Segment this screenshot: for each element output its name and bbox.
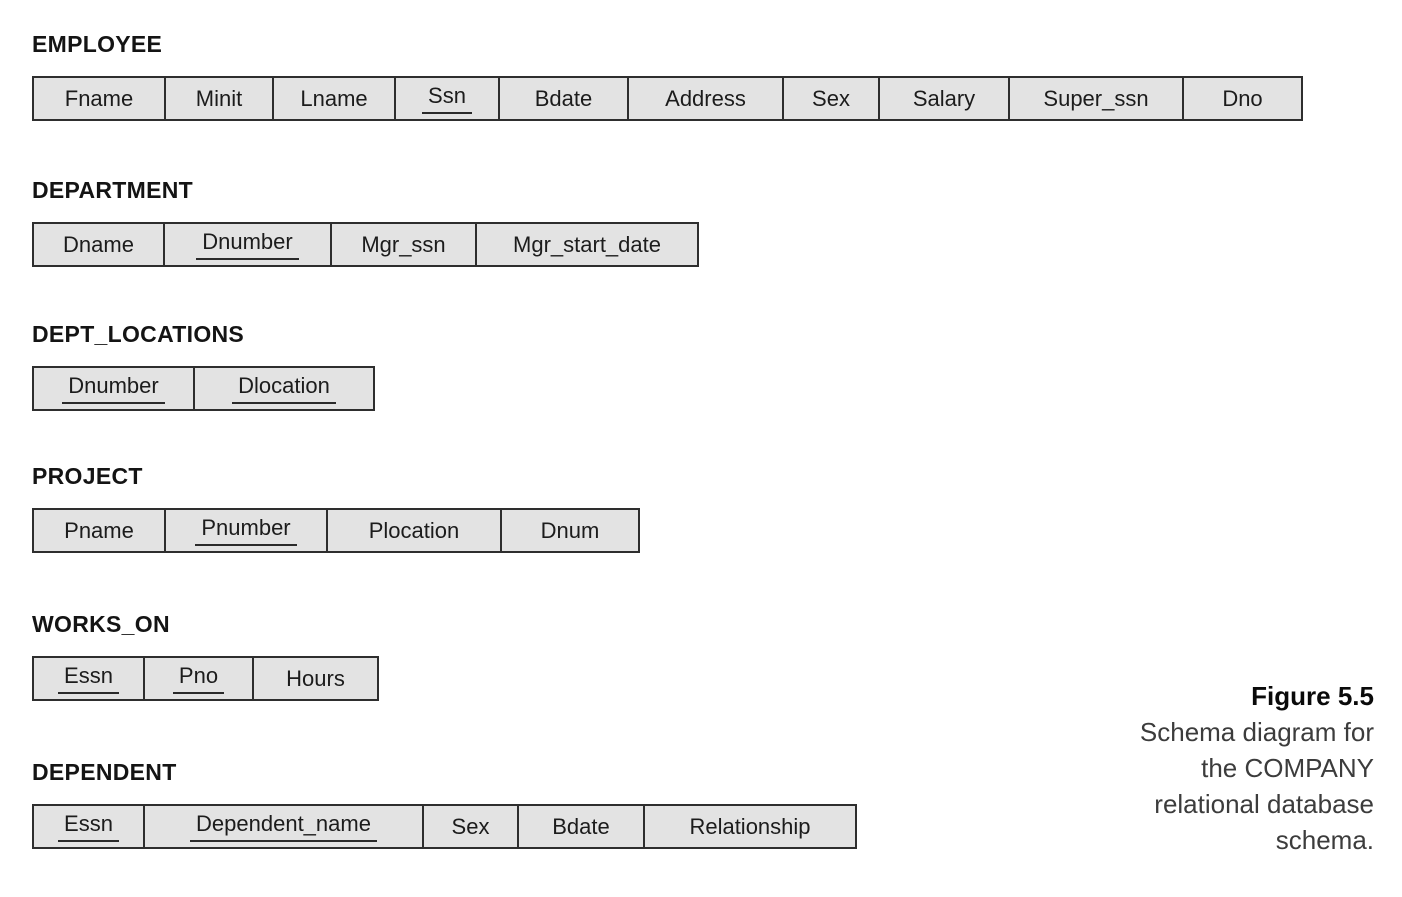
attribute-cell-minit: Minit [164,76,274,121]
attribute-label: Dname [63,231,134,257]
attribute-label: Pname [64,517,134,543]
attribute-cell-dependent_name: Dependent_name [143,804,424,849]
attribute-label: Mgr_start_date [513,231,661,257]
attribute-cell-ssn: Ssn [394,76,500,121]
relation-name: WORKS_ON [32,611,170,637]
attribute-label: Dnum [540,517,600,543]
attribute-row: Pname Pnumber Plocation Dnum [32,508,640,553]
relation-works_on: WORKS_ON Essn Pno Hours [32,611,379,701]
attribute-cell-fname: Fname [32,76,166,121]
key-attribute-label: Dependent_name [190,811,377,842]
attribute-label: Plocation [368,517,460,543]
attribute-label: Bdate [552,813,610,839]
attribute-cell-dnumber: Dnumber [163,222,332,267]
key-attribute-label: Essn [58,811,119,842]
attribute-row: Dname Dnumber Mgr_ssn Mgr_start_date [32,222,699,267]
key-attribute-label: Ssn [422,83,472,114]
attribute-row: Fname Minit Lname Ssn Bdate Address Sex Salary S… [32,76,1303,121]
attribute-cell-pno: Pno [143,656,254,701]
relation-dept_locations: DEPT_LOCATIONS Dnumber Dlocation [32,321,375,411]
relation-dependent: DEPENDENT Essn Dependent_name Sex Bdate Relat… [32,759,857,849]
attribute-row: Essn Pno Hours [32,656,379,701]
attribute-cell-address: Address [627,76,784,121]
attribute-cell-super_ssn: Super_ssn [1008,76,1184,121]
key-attribute-label: Dnumber [196,229,299,260]
attribute-label: Lname [300,85,368,111]
attribute-cell-hours: Hours [252,656,379,701]
figure-caption-line: schema. [1275,825,1374,855]
relation-name: PROJECT [32,463,143,489]
attribute-cell-dno: Dno [1182,76,1303,121]
relation-name: DEPT_LOCATIONS [32,321,245,347]
relation-name: DEPENDENT [32,759,177,785]
attribute-cell-mgr_start_date: Mgr_start_date [475,222,699,267]
key-attribute-label: Pnumber [195,515,297,546]
attribute-cell-dlocation: Dlocation [193,366,375,411]
attribute-cell-sex: Sex [422,804,519,849]
relation-employee: EMPLOYEE Fname Minit Lname Ssn Bdate Address Se… [32,31,1303,121]
attribute-cell-lname: Lname [272,76,396,121]
attribute-cell-dnumber: Dnumber [32,366,195,411]
attribute-label: Fname [64,85,134,111]
relation-name: EMPLOYEE [32,31,163,57]
attribute-cell-mgr_ssn: Mgr_ssn [330,222,477,267]
attribute-cell-salary: Salary [878,76,1010,121]
attribute-cell-pname: Pname [32,508,166,553]
attribute-cell-bdate: Bdate [498,76,629,121]
relation-department: DEPARTMENT Dname Dnumber Mgr_ssn Mgr_start_d… [32,177,699,267]
attribute-cell-plocation: Plocation [326,508,502,553]
key-attribute-label: Pno [172,663,225,694]
attribute-label: Sex [812,85,850,111]
attribute-label: Address [665,85,746,111]
figure-caption-title: Figure 5.5 [1251,681,1374,711]
figure-caption-line: relational database [1154,789,1374,819]
figure-caption: Figure 5.5 Schema diagram for the COMPAN… [1140,678,1374,858]
attribute-row: Dnumber Dlocation [32,366,375,411]
figure-caption-line: the COMPANY [1201,753,1374,783]
attribute-cell-relationship: Relationship [643,804,857,849]
attribute-cell-sex: Sex [782,76,880,121]
attribute-label: Hours [286,665,345,691]
attribute-label: Dno [1222,85,1263,111]
attribute-label: Sex [451,813,490,839]
attribute-cell-pnumber: Pnumber [164,508,328,553]
attribute-row: Essn Dependent_name Sex Bdate Relationship [32,804,857,849]
attribute-label: Super_ssn [1043,85,1149,111]
attribute-label: Minit [195,85,243,111]
relation-project: PROJECT Pname Pnumber Plocation Dnum [32,463,640,553]
attribute-label: Salary [912,85,976,111]
relation-name: DEPARTMENT [32,177,194,203]
key-attribute-label: Dnumber [62,373,165,404]
key-attribute-label: Dlocation [232,373,336,404]
figure-caption-line: Schema diagram for [1139,717,1374,747]
attribute-cell-bdate: Bdate [517,804,645,849]
key-attribute-label: Essn [58,663,119,694]
attribute-cell-essn: Essn [32,656,145,701]
attribute-cell-essn: Essn [32,804,145,849]
attribute-label: Relationship [689,813,811,839]
attribute-label: Mgr_ssn [361,231,446,257]
attribute-cell-dname: Dname [32,222,165,267]
attribute-label: Bdate [534,85,593,111]
attribute-cell-dnum: Dnum [500,508,640,553]
